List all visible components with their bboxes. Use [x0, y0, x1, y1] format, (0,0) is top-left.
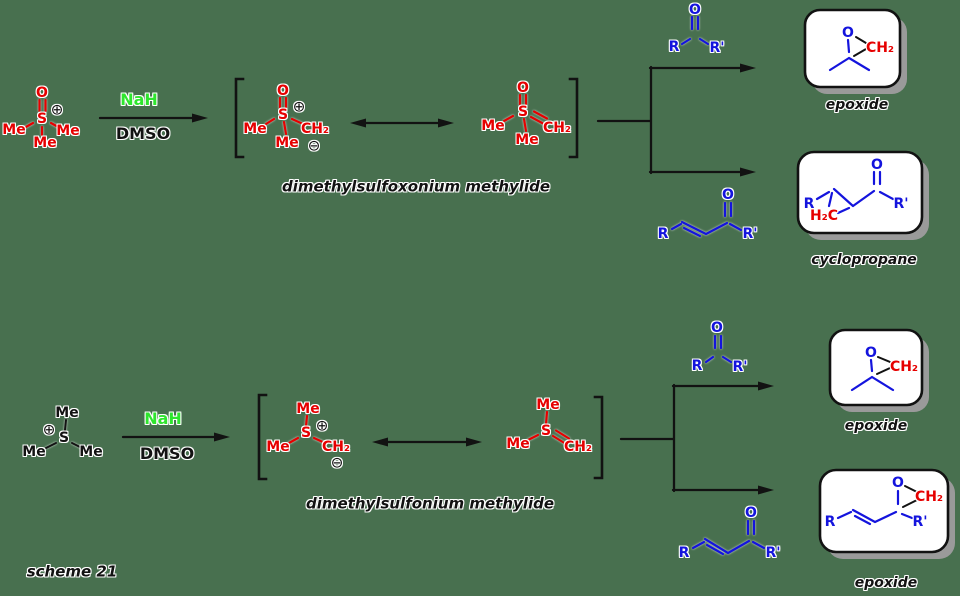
sulfonium-ylide-res1-bonds — [287, 414, 327, 445]
sulfoxonium-Me-bottom: Me — [33, 135, 57, 151]
sulfoxonium-Me-right: Me — [56, 123, 80, 139]
ketone-bottom-Rprime: R' — [732, 359, 748, 375]
cyclopropane-label: cyclopropane — [811, 252, 917, 268]
enone-bottom-bonds — [691, 519, 766, 556]
sulfoxonium-Me-left: Me — [2, 122, 26, 138]
ylide1-res2-O: O — [517, 80, 529, 96]
ylide1-res1-Me-left: Me — [243, 121, 267, 137]
vinyl-epoxide-structure — [836, 485, 918, 526]
ylide2-res1-CH2: CH₂ — [321, 439, 351, 455]
dmso-label-bottom: DMSO — [139, 444, 195, 463]
ketone-top-Rprime: R' — [709, 40, 725, 56]
ylide1-res2-S: S — [517, 104, 529, 120]
enone-top-Rprime: R' — [742, 226, 758, 242]
vinyl-epoxide-CH2: CH₂ — [914, 489, 944, 505]
ylide1-res1-minus-charge: ⊖ — [307, 136, 321, 155]
branch-lines-top — [596, 63, 756, 177]
cyclopropane-structure — [815, 170, 895, 215]
ylide1-res2-Me-bottom: Me — [515, 132, 539, 148]
enone-top-R: R — [657, 226, 669, 242]
ketone-bottom-O: O — [711, 320, 723, 336]
sulfoxonium-plus-charge: ⊕ — [50, 100, 64, 119]
epoxide-top-CH2: CH₂ — [865, 40, 895, 56]
sulfoxonium-ylide-name: dimethylsulfoxonium methylide — [282, 177, 550, 196]
ylide1-res2-Me-left: Me — [481, 118, 505, 134]
epoxide-box-bottom — [828, 328, 929, 412]
sulfonium-plus-charge: ⊕ — [42, 420, 56, 439]
sulfoxonium-ylide-res1-bonds — [264, 96, 305, 136]
vinyl-epoxide-Rprime: R' — [912, 514, 928, 530]
ylide1-res1-plus-charge: ⊕ — [292, 97, 306, 116]
sulfonium-bonds — [45, 419, 83, 449]
sulfoxonium-O: O — [36, 85, 48, 101]
enone-top-O: O — [722, 187, 734, 203]
epoxide-top-structure — [828, 36, 871, 72]
vinyl-epoxide-label: epoxide — [854, 575, 918, 591]
ylide2-res1-Me-left: Me — [266, 439, 290, 455]
ylide2-res2-S: S — [540, 423, 552, 439]
dmso-label-top: DMSO — [115, 124, 171, 143]
epoxide-bottom-structure — [850, 356, 895, 392]
cyclopropane-Rprime: R' — [893, 196, 909, 212]
sulfoxonium-ylide-res2-bonds — [502, 93, 549, 133]
cyclopropane-R: R — [803, 196, 815, 212]
ylide2-res2-CH2: CH₂ — [563, 439, 593, 455]
ylide1-res1-CH2: CH₂ — [300, 121, 330, 137]
ketone-top-O: O — [689, 2, 701, 18]
ylide2-res1-minus-charge: ⊖ — [330, 453, 344, 472]
nah-label-bottom: NaH — [144, 409, 182, 428]
enone-top-bonds — [670, 201, 743, 238]
reaction-arrow-top — [98, 113, 208, 123]
epoxide-bottom-O: O — [865, 345, 877, 361]
ylide2-res1-S: S — [300, 425, 312, 441]
ylide2-res1-Me-top: Me — [296, 401, 320, 417]
vinyl-epoxide-R: R — [824, 514, 836, 530]
ylide1-res1-O: O — [277, 83, 289, 99]
brackets-bottom — [257, 393, 604, 481]
brackets-top — [234, 77, 579, 159]
sulfonium-S: S — [58, 430, 70, 446]
epoxide-box-top — [803, 8, 907, 94]
branch-lines-bottom — [619, 381, 774, 495]
ylide1-res2-CH2: CH₂ — [542, 120, 572, 136]
ylide2-res1-plus-charge: ⊕ — [315, 416, 329, 435]
ylide1-res1-S: S — [277, 107, 289, 123]
reaction-arrow-bottom — [121, 432, 230, 442]
vinyl-epoxide-O: O — [892, 475, 904, 491]
ylide2-res2-Me-left: Me — [506, 436, 530, 452]
resonance-arrow-bottom — [372, 437, 482, 447]
ketone-top-bonds — [680, 15, 710, 46]
enone-bottom-Rprime: R' — [765, 545, 781, 561]
cyclopropane-O: O — [871, 157, 883, 173]
enone-bottom-R: R — [678, 545, 690, 561]
sulfonium-ylide-res2-bonds — [526, 410, 571, 446]
sulfoxonium-S: S — [36, 111, 48, 127]
epoxide-top-label: epoxide — [825, 97, 889, 113]
sulfonium-Me-right: Me — [79, 444, 103, 460]
epoxide-bottom-CH2: CH₂ — [889, 359, 919, 375]
vinyl-epoxide-box — [818, 468, 955, 559]
scheme-number-label: scheme 21 — [26, 562, 118, 581]
epoxide-top-O: O — [842, 25, 854, 41]
cyclopropane-H2C: H₂C — [809, 208, 839, 224]
nah-label-top: NaH — [120, 90, 158, 109]
ylide2-res2-Me-top: Me — [536, 397, 560, 413]
epoxide-bottom-label: epoxide — [844, 418, 908, 434]
sulfonium-Me-left: Me — [22, 444, 46, 460]
ketone-bottom-R: R — [691, 358, 703, 374]
cyclopropane-box — [796, 150, 929, 240]
sulfonium-ylide-name: dimethylsulfonium methylide — [305, 494, 555, 513]
sulfonium-Me-top: Me — [55, 405, 79, 421]
sulfoxonium-bonds — [22, 98, 62, 137]
ylide1-res1-Me-bottom: Me — [275, 135, 299, 151]
ketone-top-R: R — [668, 39, 680, 55]
ketone-bottom-bonds — [704, 334, 733, 364]
resonance-arrow-top — [350, 118, 454, 128]
enone-bottom-O: O — [745, 505, 757, 521]
